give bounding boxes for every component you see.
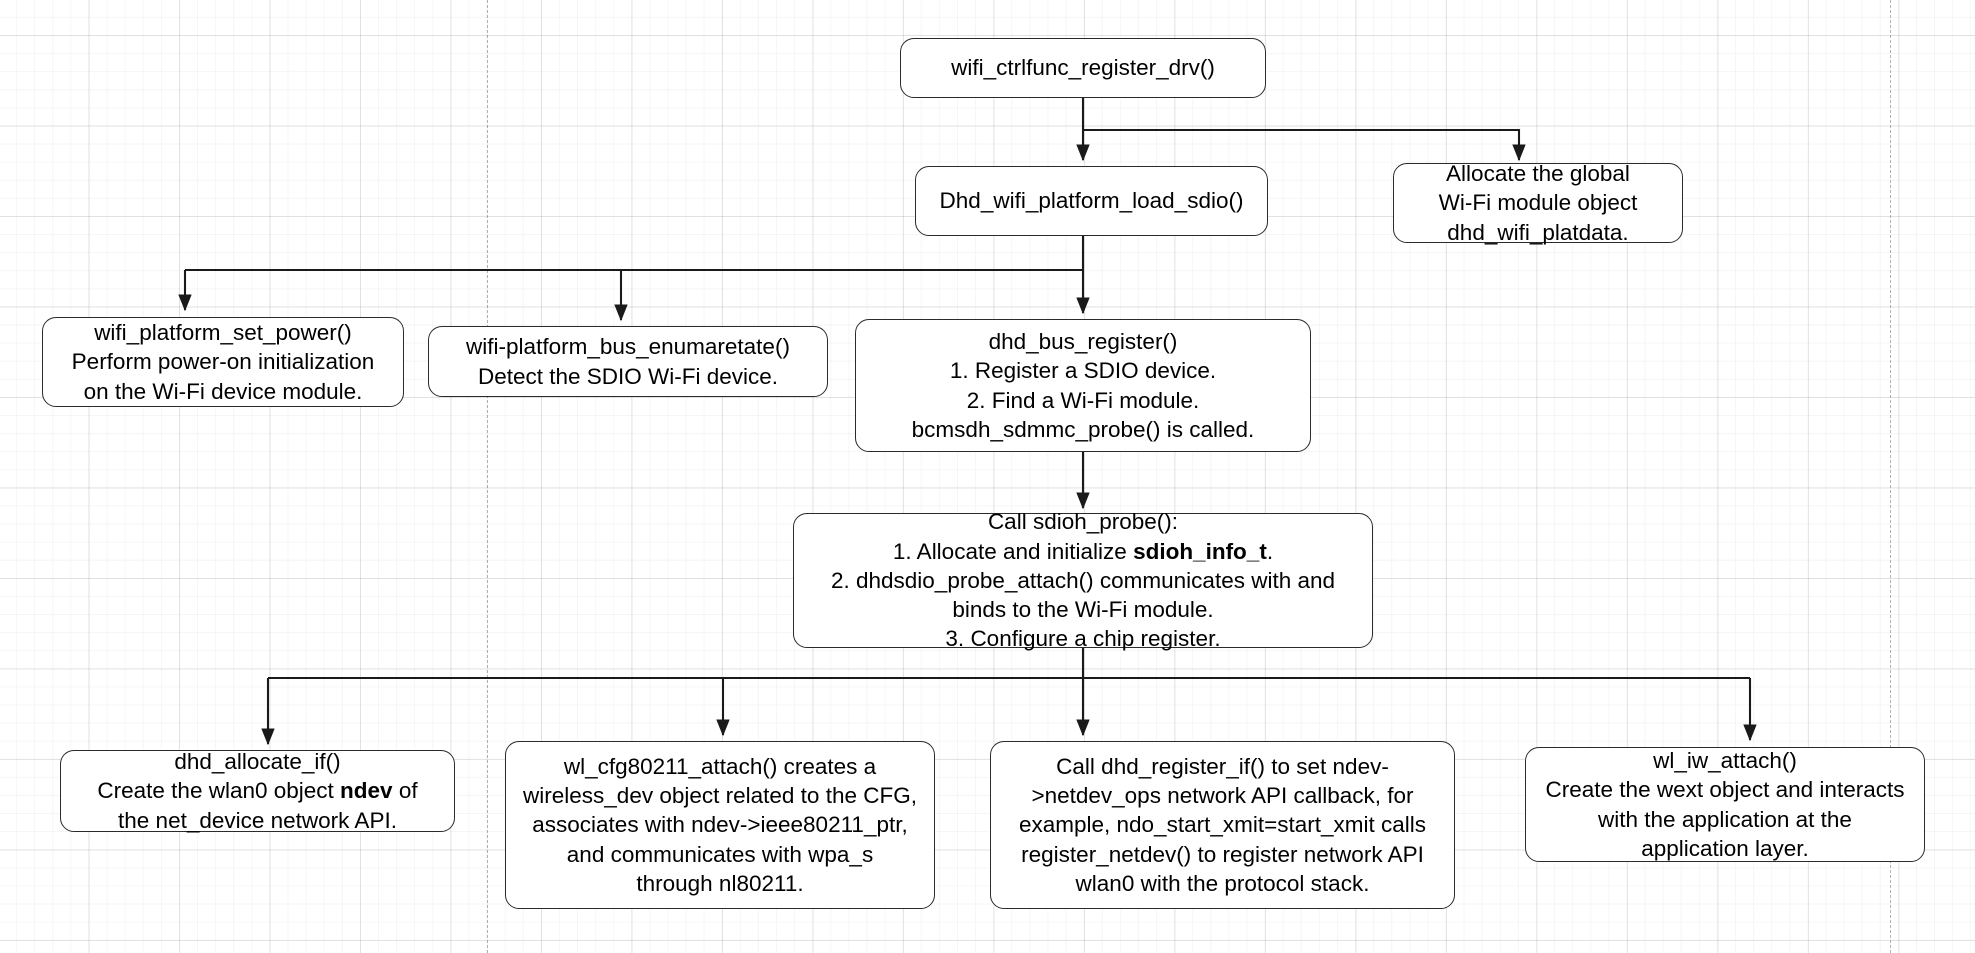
node-dhd-allocate-if[interactable]: dhd_allocate_if() Create the wlan0 objec… xyxy=(60,749,455,833)
node-allocate-global-wifi-platdata[interactable]: Allocate the global Wi-Fi module object … xyxy=(1393,161,1683,245)
node-label: wl_cfg80211_attach() creates a wireless_… xyxy=(523,753,917,896)
node-wifi-platform-set-power[interactable]: wifi_platform_set_power() Perform power-… xyxy=(42,317,404,407)
node-label: dhd_bus_register() 1. Register a SDIO de… xyxy=(911,329,1255,442)
page-break-line-right xyxy=(1890,0,1891,953)
node-label: wifi_platform_set_power() Perform power-… xyxy=(71,320,375,404)
node-wifi-ctrlfunc-register-drv[interactable]: wifi_ctrlfunc_register_drv() xyxy=(900,38,1266,98)
node-dhd-bus-register[interactable]: dhd_bus_register() 1. Register a SDIO de… xyxy=(855,319,1311,452)
node-wifi-platform-bus-enumaretate[interactable]: wifi-platform_bus_enumaretate() Detect t… xyxy=(428,326,828,397)
node-call-sdioh-probe[interactable]: Call sdioh_probe(): 1. Allocate and init… xyxy=(793,509,1373,651)
edge-ctrlfunc-to-allocate xyxy=(1083,128,1526,162)
node-label: Allocate the global Wi-Fi module object … xyxy=(1438,161,1638,245)
node-label: dhd_allocate_if() Create the wlan0 objec… xyxy=(97,749,418,833)
node-wl-iw-attach[interactable]: wl_iw_attach() Create the wext object an… xyxy=(1525,747,1925,862)
node-wl-cfg80211-attach[interactable]: wl_cfg80211_attach() creates a wireless_… xyxy=(505,741,935,909)
node-label: Call dhd_register_if() to set ndev- >net… xyxy=(1018,753,1427,896)
node-call-dhd-register-if[interactable]: Call dhd_register_if() to set ndev- >net… xyxy=(990,741,1455,909)
node-label: wifi_ctrlfunc_register_drv() xyxy=(951,55,1215,81)
node-label: wl_iw_attach() Create the wext object an… xyxy=(1545,748,1905,861)
node-dhd-wifi-platform-load-sdio[interactable]: Dhd_wifi_platform_load_sdio() xyxy=(915,166,1268,236)
node-label: Dhd_wifi_platform_load_sdio() xyxy=(939,188,1244,214)
node-label: Call sdioh_probe(): 1. Allocate and init… xyxy=(830,509,1336,652)
page-break-line-left xyxy=(487,0,488,953)
node-label: wifi-platform_bus_enumaretate() Detect t… xyxy=(466,334,790,389)
